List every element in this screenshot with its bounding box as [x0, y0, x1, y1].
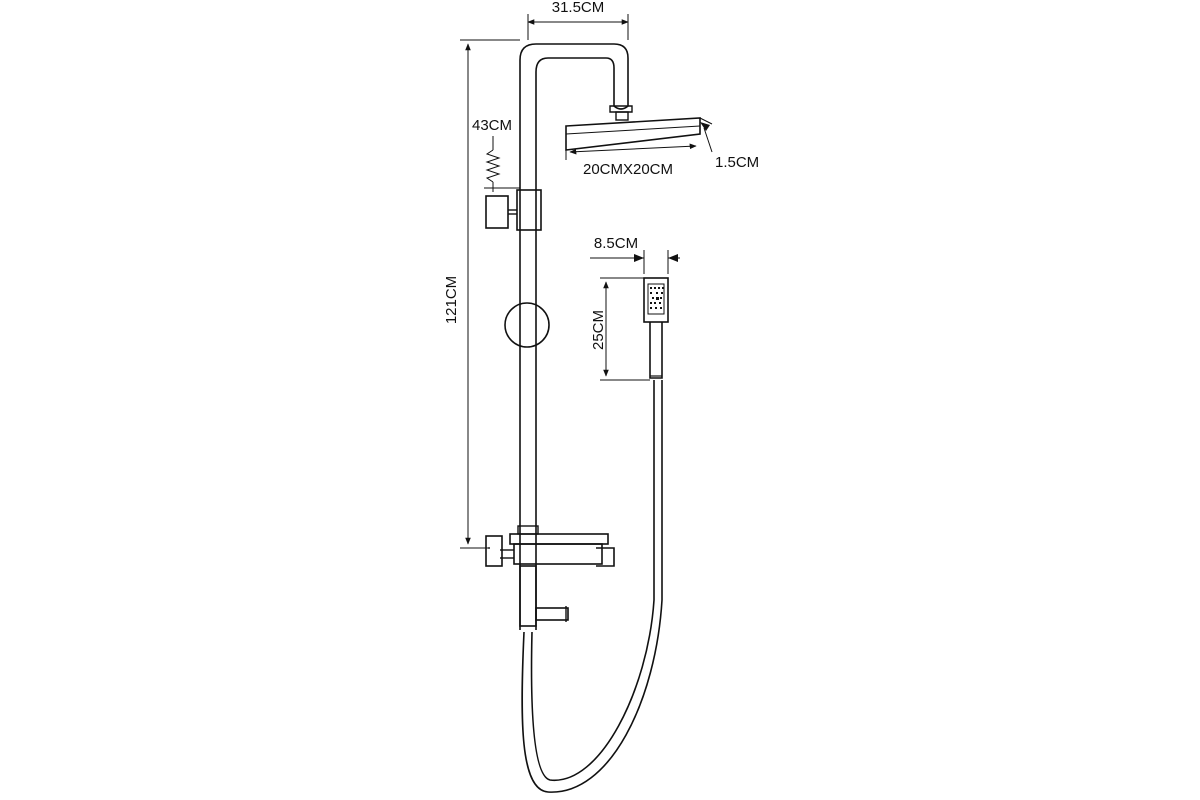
handheld-spray-pattern	[650, 287, 664, 309]
total-height-dimension: 121CM	[443, 39, 520, 549]
head-size-dimension: 20CMX20CM	[565, 143, 697, 178]
handheld-width-label: 8.5CM	[594, 235, 638, 252]
arm-width-label: 31.5CM	[552, 0, 605, 16]
mixer-valve-assembly	[485, 525, 615, 567]
slide-spacing-dimension: 43CM	[472, 117, 520, 192]
handheld-width-dimension: 8.5CM	[590, 235, 680, 274]
tub-spout	[519, 565, 569, 627]
shower-arm-connector	[609, 92, 633, 121]
head-thickness-dimension: 1.5CM	[699, 117, 759, 171]
handheld-shower	[643, 277, 669, 379]
slide-spacing-label: 43CM	[472, 117, 512, 134]
total-height-label: 121CM	[443, 276, 460, 324]
riser-pipe	[519, 43, 629, 630]
arm-width-dimension: 31.5CM	[527, 0, 629, 40]
handheld-holder-knob	[504, 302, 550, 348]
shower-hose	[521, 380, 663, 793]
upper-slide-bracket	[485, 189, 542, 231]
handheld-length-label: 25CM	[590, 310, 607, 350]
head-thickness-label: 1.5CM	[715, 154, 759, 171]
rain-shower-head	[565, 117, 701, 151]
handheld-length-dimension: 25CM	[590, 277, 650, 381]
head-size-label: 20CMX20CM	[583, 161, 673, 178]
